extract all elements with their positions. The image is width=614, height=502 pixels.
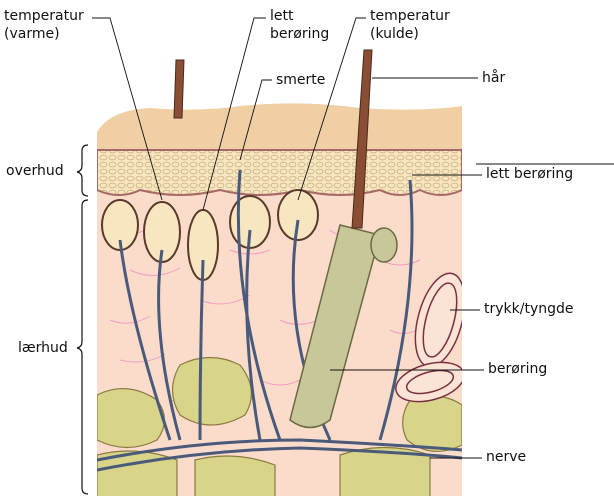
skin-surface <box>97 103 462 150</box>
label-light-touch-top-sub: berøring <box>270 26 330 42</box>
label-touch: berøring <box>488 361 548 377</box>
pressure-corpuscle <box>395 272 462 403</box>
hair-stub <box>173 59 185 119</box>
dermis-layer <box>97 150 462 496</box>
label-dermis: lærhud <box>18 340 68 356</box>
label-nerve: nerve <box>486 449 527 465</box>
label-pressure: trykk/tyngde <box>484 301 574 317</box>
leader-lines <box>92 17 614 459</box>
epidermis-layer <box>97 149 462 196</box>
label-epidermis: overhud <box>6 163 64 179</box>
sebaceous-gland <box>370 227 398 263</box>
label-light-touch-right: lett berøring <box>486 166 574 182</box>
hair-shaft <box>351 49 373 229</box>
label-light-touch-top: lett <box>270 8 294 24</box>
label-hair: hår <box>482 70 506 86</box>
hair-follicle <box>289 224 381 429</box>
label-temp-warm-sub: (varme) <box>4 26 60 42</box>
layer-brackets <box>76 144 89 495</box>
nerve-fibers <box>97 169 462 472</box>
label-temp-warm: temperatur <box>4 8 84 24</box>
label-temp-cold-sub: (kulde) <box>370 26 419 42</box>
fat-tissue <box>97 356 462 496</box>
label-pain: smerte <box>276 72 326 88</box>
label-temp-cold: temperatur <box>370 8 450 24</box>
